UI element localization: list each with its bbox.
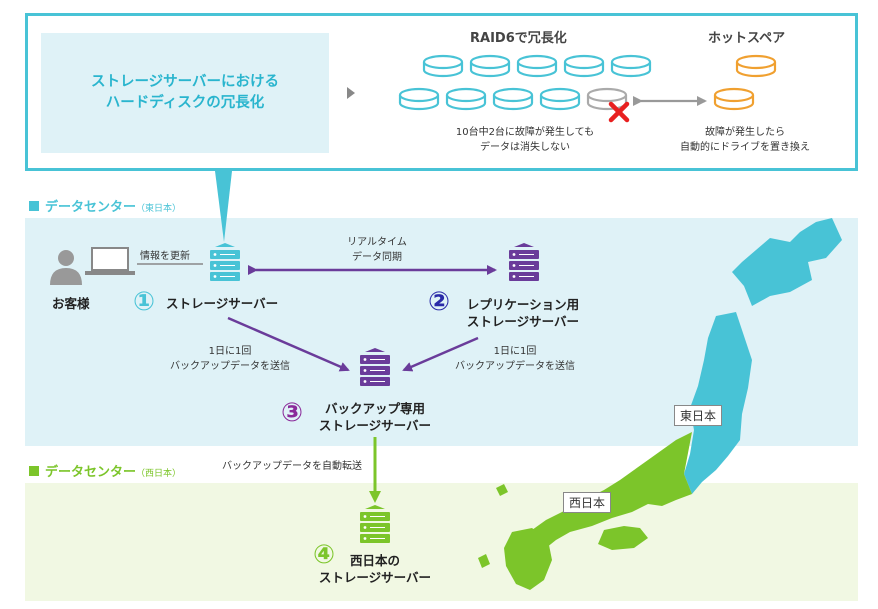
- hot-spare-title: ホットスペア: [708, 31, 786, 46]
- backup-left-line2: バックアップデータを送信: [170, 361, 290, 372]
- server3-number: ③: [281, 398, 304, 428]
- server1-icon: [210, 243, 240, 281]
- japan-map: [478, 218, 842, 590]
- sync-label-line1: リアルタイム: [347, 237, 407, 248]
- backup-right-line1: 1日に1回: [493, 346, 537, 357]
- east-datacenter-sub: （東日本）: [136, 204, 182, 214]
- customer-label: お客様: [52, 296, 90, 311]
- right-arrow-icon: [347, 87, 355, 99]
- backup-left-line1: 1日に1回: [208, 346, 252, 357]
- laptop-icon: [85, 247, 135, 275]
- west-datacenter-sub: （西日本）: [136, 469, 182, 479]
- raid-title-line2: ハードディスクの冗長化: [105, 95, 265, 111]
- east-datacenter-label: データセンター（東日本）: [29, 196, 181, 215]
- raid6-note: 10台中2台に故障が発生しても データは消失しない: [425, 125, 625, 155]
- server2-label-line2: ストレージサーバー: [466, 314, 580, 329]
- transfer-label: バックアップデータを自動転送: [222, 461, 362, 472]
- server3-label: バックアップ専用 ストレージサーバー: [310, 400, 440, 434]
- failure-x-icon: [608, 101, 630, 123]
- raid-explanation-title-panel: [41, 33, 329, 153]
- server2-icon: [509, 243, 539, 281]
- raid-title-line1: ストレージサーバーにおける: [90, 74, 280, 90]
- server3-icon: [360, 348, 390, 386]
- east-square-icon: [29, 201, 39, 211]
- west-datacenter-name: データセンター: [45, 465, 137, 480]
- backup-arrow-left: [227, 316, 350, 372]
- raid6-title: RAID6で冗長化: [470, 31, 567, 46]
- east-datacenter-name: データセンター: [45, 200, 137, 215]
- server3-label-line2: ストレージサーバー: [318, 418, 432, 433]
- server2-label: レプリケーション用 ストレージサーバー: [458, 296, 588, 330]
- backup-right-line2: バックアップデータを送信: [455, 361, 575, 372]
- hot-spare-disks: [713, 54, 777, 111]
- callout-pointer: [215, 171, 232, 242]
- server1-number: ①: [133, 287, 156, 317]
- sync-label: リアルタイム データ同期: [332, 235, 422, 265]
- server2-number: ②: [428, 287, 451, 317]
- map-east-label: 東日本: [674, 405, 723, 426]
- sync-label-line2: データ同期: [352, 252, 402, 263]
- west-square-icon: [29, 466, 39, 476]
- hot-spare-note: 故障が発生したら 自動的にドライブを置き換え: [665, 125, 825, 155]
- server4-label-line2: ストレージサーバー: [318, 570, 432, 585]
- server4-label: 西日本の ストレージサーバー: [310, 552, 440, 586]
- update-label: 情報を更新: [140, 251, 190, 262]
- raid6-note-line1: 10台中2台に故障が発生しても: [455, 127, 595, 138]
- server1-label: ストレージサーバー: [166, 296, 279, 311]
- hot-spare-note-line2: 自動的にドライブを置き換え: [680, 142, 810, 153]
- backup-left-label: 1日に1回 バックアップデータを送信: [165, 344, 295, 374]
- hot-spare-note-line1: 故障が発生したら: [705, 127, 785, 138]
- backup-arrow-right: [402, 336, 479, 372]
- server4-label-line1: 西日本の: [349, 553, 400, 568]
- map-west-label: 西日本: [563, 492, 612, 513]
- server3-label-line1: バックアップ専用: [324, 401, 425, 416]
- raid6-note-line2: データは消失しない: [480, 142, 570, 153]
- server2-label-line1: レプリケーション用: [466, 297, 580, 312]
- raid-explanation-title: ストレージサーバーにおける ハードディスクの冗長化: [41, 72, 329, 114]
- backup-right-label: 1日に1回 バックアップデータを送信: [450, 344, 580, 374]
- raid-disks: [398, 54, 652, 111]
- west-datacenter-label: データセンター（西日本）: [29, 461, 181, 480]
- server4-number: ④: [313, 540, 336, 570]
- server4-icon: [360, 505, 390, 543]
- west-datacenter-band: [25, 483, 858, 601]
- customer-person-icon: [50, 250, 82, 285]
